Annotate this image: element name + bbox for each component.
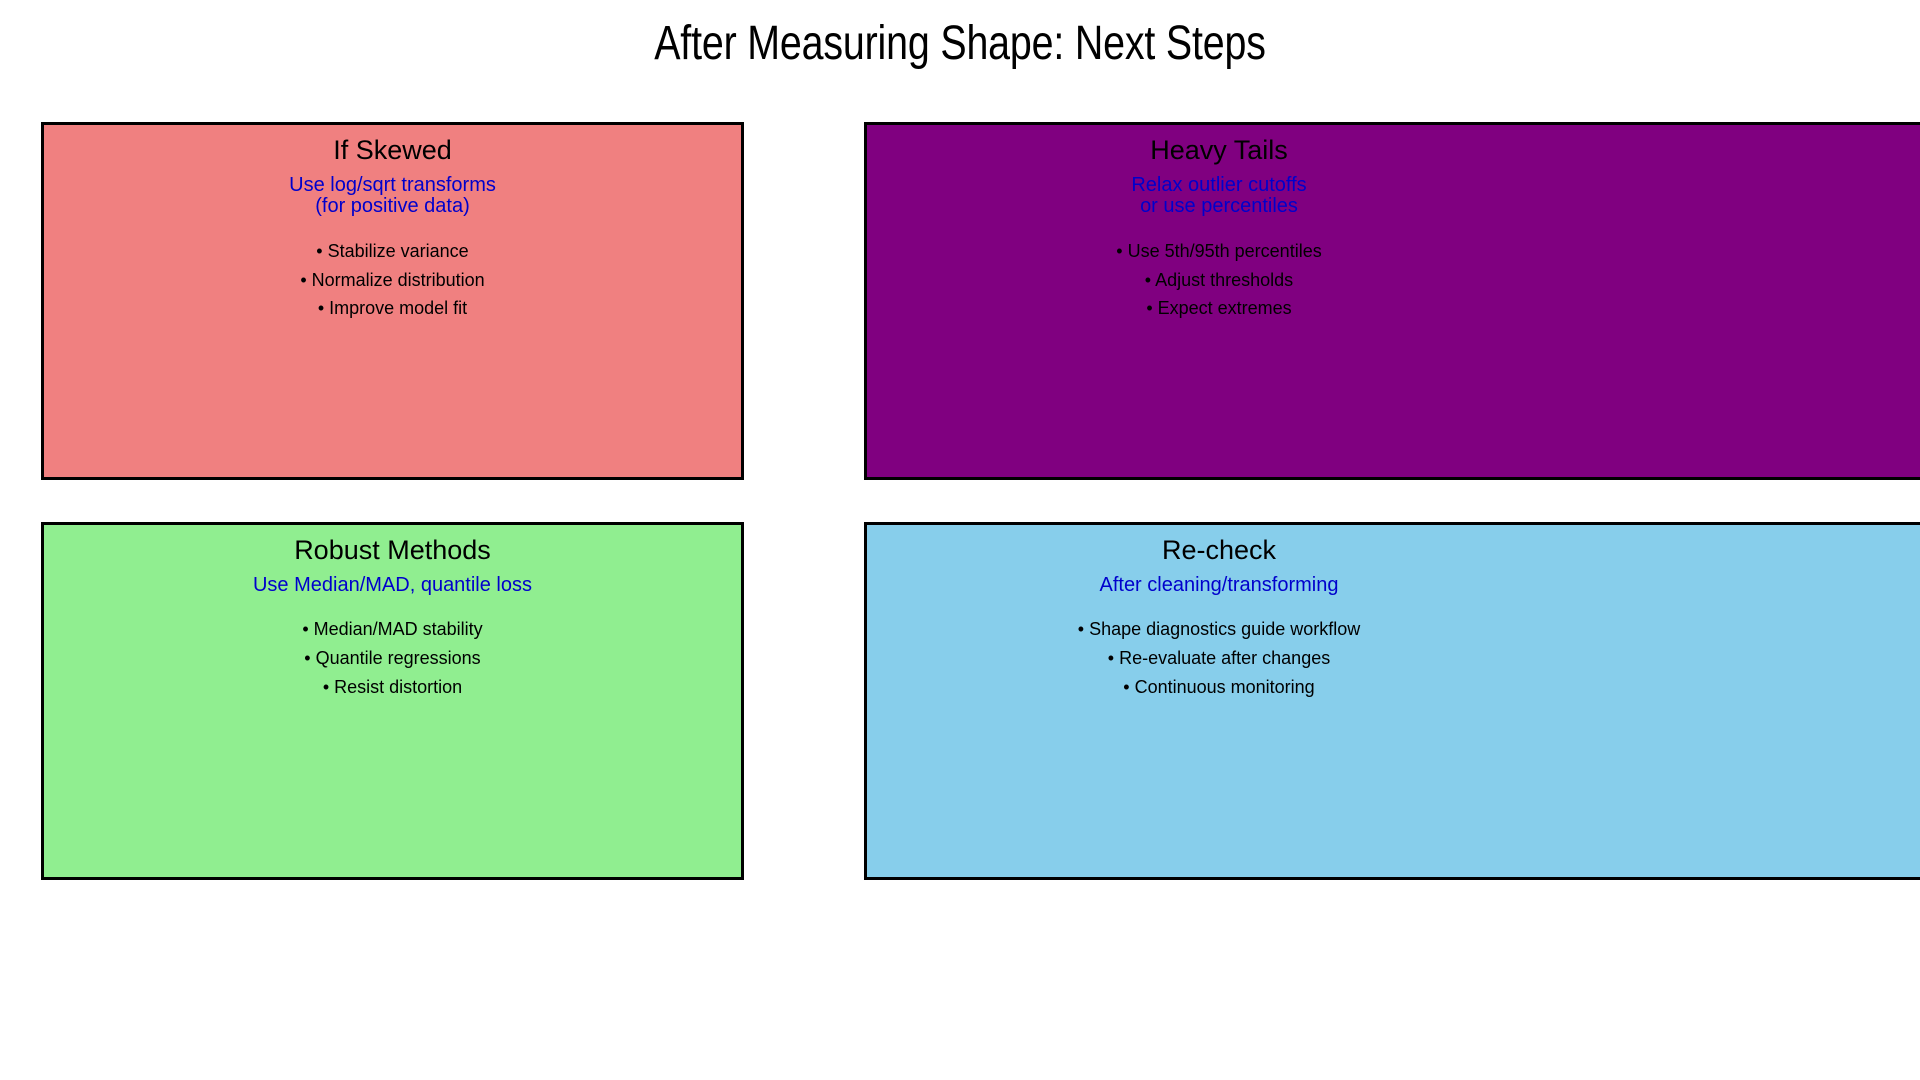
list-item: • Normalize distribution: [300, 269, 485, 290]
list-item: • Adjust thresholds: [1144, 269, 1294, 290]
panel-bullets-robust-methods: • Median/MAD stability • Quantile regres…: [44, 615, 741, 701]
panel-title-re-check: Re-check: [1161, 535, 1277, 565]
panel-heavy-tails: Heavy Tails Relax outlier cutoffs or use…: [864, 122, 1920, 480]
list-item: • Expect extremes: [1146, 298, 1292, 319]
list-item: • Improve model fit: [317, 298, 468, 319]
page-title: After Measuring Shape: Next Steps: [654, 17, 1266, 70]
panel-title-heavy-tails: Heavy Tails: [1150, 135, 1288, 165]
list-item: • Re-evaluate after changes: [1107, 648, 1331, 669]
panel-title-if-skewed: If Skewed: [333, 135, 452, 165]
list-item: • Median/MAD stability: [302, 619, 483, 640]
panel-subtitle-if-skewed: Use log/sqrt transforms (for positive da…: [289, 174, 496, 218]
list-item: • Continuous monitoring: [1123, 676, 1315, 697]
panel-title-robust-methods: Robust Methods: [294, 535, 491, 565]
panel-bullets-heavy-tails: • Use 5th/95th percentiles • Adjust thre…: [867, 237, 1571, 323]
list-item: • Stabilize variance: [316, 240, 469, 261]
panel-robust-methods: Robust Methods Use Median/MAD, quantile …: [41, 522, 744, 880]
list-item: • Quantile regressions: [304, 648, 481, 669]
list-item: • Resist distortion: [322, 676, 463, 697]
panel-bullets-if-skewed: • Stabilize variance • Normalize distrib…: [44, 237, 741, 323]
list-item: • Use 5th/95th percentiles: [1116, 240, 1322, 261]
panel-bullets-re-check: • Shape diagnostics guide workflow • Re-…: [867, 615, 1571, 701]
list-item: • Shape diagnostics guide workflow: [1077, 619, 1361, 640]
panel-subtitle-heavy-tails: Relax outlier cutoffs or use percentiles: [1131, 174, 1307, 218]
panel-subtitle-robust-methods: Use Median/MAD, quantile loss: [252, 574, 532, 596]
panel-if-skewed: If Skewed Use log/sqrt transforms (for p…: [41, 122, 744, 480]
panel-re-check: Re-check After cleaning/transforming • S…: [864, 522, 1920, 880]
panel-subtitle-re-check: After cleaning/transforming: [1099, 574, 1339, 596]
